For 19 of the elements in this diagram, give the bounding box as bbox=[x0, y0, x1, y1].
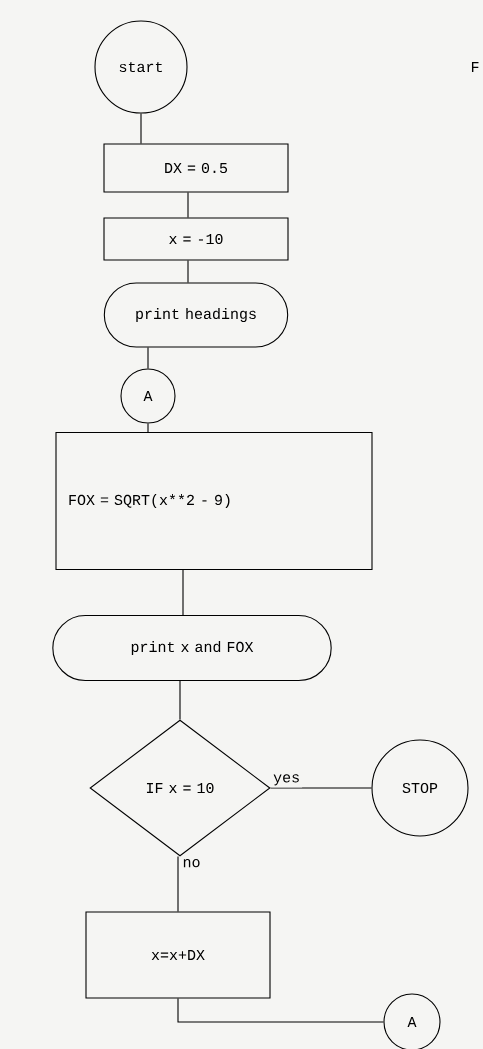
connector-line bbox=[187, 192, 189, 218]
connector-line bbox=[177, 856, 179, 912]
edge-label: yes bbox=[271, 772, 303, 788]
connector-line bbox=[179, 680, 181, 720]
connector-line bbox=[147, 423, 149, 433]
edge-label: no bbox=[180, 857, 203, 870]
connector-line bbox=[182, 569, 184, 616]
connector-line bbox=[187, 260, 189, 283]
process-box: FOX = SQRT(x**2 - 9) bbox=[55, 431, 373, 571]
process-box: x=x+DX bbox=[85, 911, 271, 999]
figure-label: F bbox=[472, 62, 479, 72]
process-box: DX = 0.5 bbox=[103, 143, 289, 193]
process-box: x = -10 bbox=[103, 217, 289, 261]
connector-line bbox=[147, 347, 149, 369]
connector-line bbox=[177, 998, 384, 1023]
terminal-box: print x and FOX bbox=[52, 614, 332, 682]
connector-line bbox=[270, 787, 372, 789]
terminal-box: print headings bbox=[103, 282, 289, 348]
connector-line bbox=[140, 113, 142, 144]
